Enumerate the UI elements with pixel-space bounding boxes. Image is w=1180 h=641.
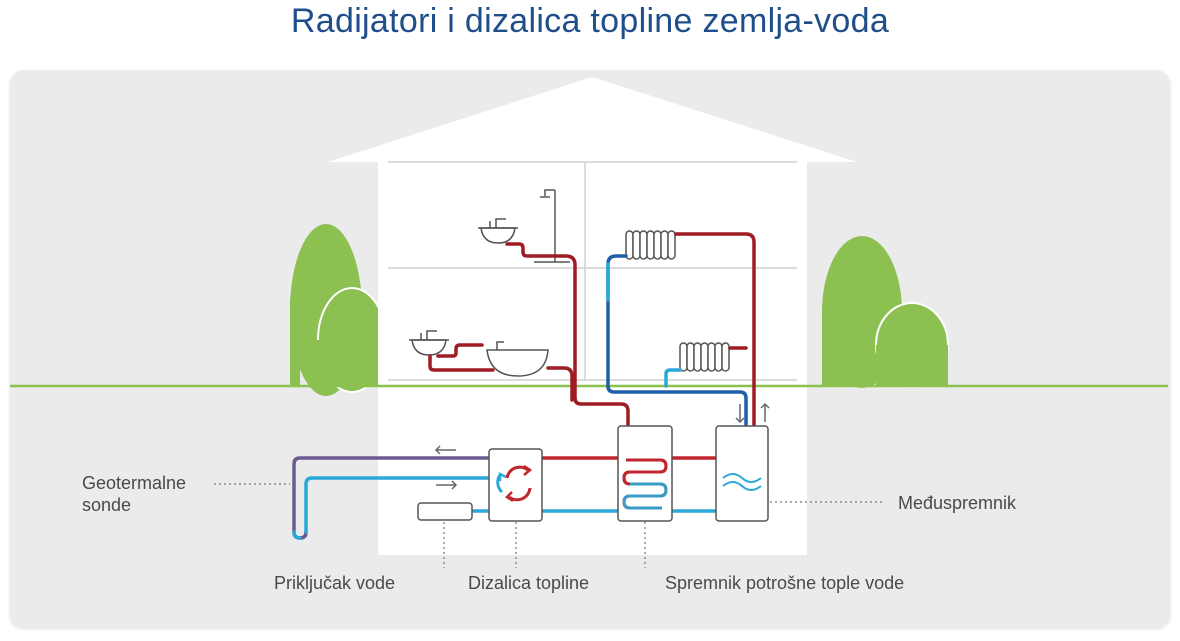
label-geothermal-line2: sonde	[82, 495, 132, 515]
radiator-icon	[679, 342, 730, 372]
label-water-connection: Priključak vode	[274, 573, 396, 593]
tree-icon	[822, 236, 949, 388]
hot-water-pipes	[428, 232, 756, 430]
geothermal-probe-pipes	[292, 456, 491, 540]
hot-water-tank-icon	[617, 425, 673, 522]
flow-arrow-icon	[434, 445, 458, 490]
shower-icon	[534, 189, 570, 263]
label-hot-water-tank: Spremnik potrošne tople vode	[665, 573, 905, 593]
sink-icon	[478, 218, 518, 244]
leader-lines	[214, 483, 884, 568]
radiator-return-pipes	[606, 254, 748, 430]
label-geothermal-line1: Geotermalne	[82, 473, 187, 493]
label-buffer-tank: Međuspremnik	[898, 493, 1017, 513]
buffer-tank-icon	[715, 425, 769, 522]
bathtub-icon	[486, 341, 549, 377]
sink-icon	[409, 330, 449, 356]
label-geothermal-probes: Geotermalne sonde	[82, 472, 186, 516]
tree-icon	[290, 224, 387, 396]
flow-arrow-icon	[735, 402, 770, 424]
radiator-icon	[625, 230, 676, 260]
water-connection-icon	[417, 502, 473, 521]
page-title: Radijatori i dizalica topline zemlja-vod…	[290, 2, 890, 40]
label-heat-pump: Dizalica topline	[468, 573, 590, 593]
heat-pump-icon	[488, 448, 543, 522]
house	[328, 77, 857, 555]
